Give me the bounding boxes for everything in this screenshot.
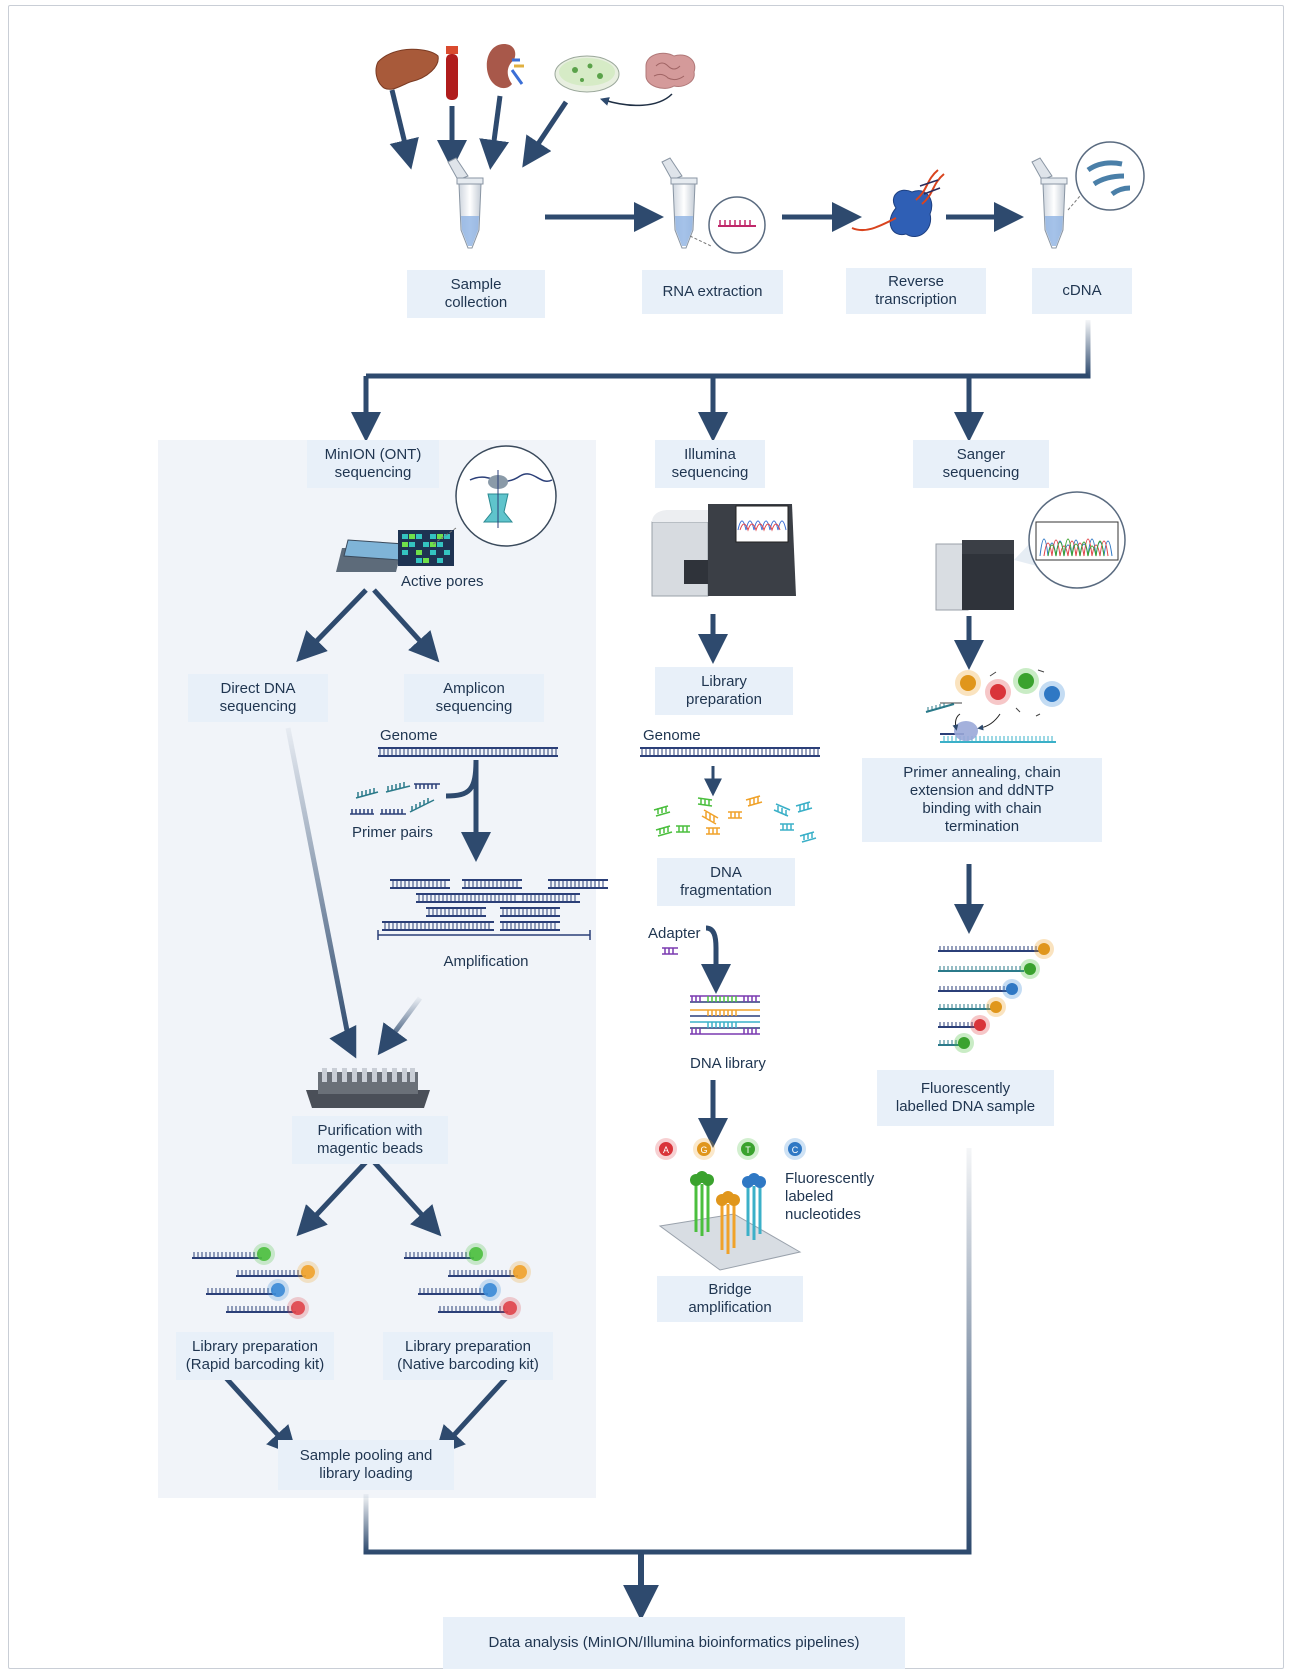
direct-sequencing-arrow xyxy=(285,727,353,1047)
nucleotide-g-label: G xyxy=(700,1145,707,1155)
ddntp-icon xyxy=(925,668,1065,743)
primer-pairs-label: Primer pairs xyxy=(352,824,433,841)
ont-split-arrows xyxy=(296,588,440,663)
data-analysis-label: Data analysis (MinION/Illumina bioinform… xyxy=(443,1617,905,1669)
amplification-arrow xyxy=(445,759,491,862)
dna-library-icon xyxy=(690,995,760,1035)
sample-input-arrows xyxy=(389,89,569,170)
amplicon-label: Amplicon sequencing xyxy=(404,674,544,722)
minion-device-icon xyxy=(336,530,454,572)
nucleotide-a-label: A xyxy=(663,1145,669,1155)
ont-genome-label: Genome xyxy=(380,727,438,744)
terminated-fragments-icon xyxy=(938,939,1054,1053)
library-prep-label: Library preparation xyxy=(655,667,793,715)
illumina-genome-icon xyxy=(640,747,820,757)
pooling-arrows xyxy=(224,1376,508,1457)
cdna-down-connector xyxy=(366,320,1091,379)
cdna-zoom-icon xyxy=(1067,141,1145,211)
sample-tube-icon xyxy=(447,157,484,249)
adapter-arrow xyxy=(701,925,731,994)
bridge-amplification-label: Bridge amplification xyxy=(657,1276,803,1322)
brain-icon xyxy=(645,52,696,89)
nucleotide-circles: A G T C xyxy=(655,1138,806,1160)
rna-tube-icon xyxy=(661,157,698,249)
purification-label: Purification with magentic beads xyxy=(292,1116,448,1164)
minion-title: MinION (ONT) sequencing xyxy=(307,440,439,488)
sanger-title: Sanger sequencing xyxy=(913,440,1049,488)
primer-pairs-icon xyxy=(350,782,440,815)
reverse-transcription-label: Reverse transcription xyxy=(846,268,986,314)
flow-cell-icon xyxy=(658,1171,802,1271)
rna-zoom-icon xyxy=(689,196,766,254)
fragmentation-label: DNA fragmentation xyxy=(657,858,795,906)
direct-dna-label: Direct DNA sequencing xyxy=(188,674,328,722)
nanopore-zoom-icon xyxy=(431,445,557,547)
chromatogram-zoom-icon xyxy=(1028,491,1126,589)
ont-to-analysis-line xyxy=(363,1494,640,1555)
reverse-transcriptase-icon xyxy=(851,169,945,237)
rapid-barcoded-reads-icon xyxy=(191,1243,319,1319)
brain-to-culture-arrow xyxy=(599,93,673,107)
illumina-genome-label: Genome xyxy=(643,727,701,744)
cdna-label: cDNA xyxy=(1032,268,1132,314)
sample-collection-label: Sample collection xyxy=(407,270,545,318)
branch-arrows xyxy=(351,376,984,442)
kidney-icon xyxy=(486,44,524,89)
blood-tube-icon xyxy=(446,46,458,100)
dna-library-label: DNA library xyxy=(690,1055,766,1072)
petri-dish-icon xyxy=(554,55,620,93)
adapter-icon xyxy=(662,947,678,955)
primer-annealing-label: Primer annealing, chain extension and dd… xyxy=(862,758,1102,842)
amplicons-icon xyxy=(377,879,609,940)
amplification-label: Amplification xyxy=(443,953,529,970)
nucleotide-t-label: T xyxy=(745,1145,751,1155)
illumina-title: Illumina sequencing xyxy=(655,440,765,488)
amplicon-to-purification-arrow xyxy=(377,996,423,1056)
fluorescent-sample-label: Fluorescently labelled DNA sample xyxy=(877,1070,1054,1126)
dna-fragments-icon xyxy=(653,795,817,843)
native-barcoded-reads-icon xyxy=(403,1243,531,1319)
magnetic-beads-plate-icon xyxy=(306,1068,430,1108)
purification-split-arrows xyxy=(296,1160,442,1237)
active-pores-label: Active pores xyxy=(401,573,484,590)
cdna-tube-icon xyxy=(1031,157,1068,249)
fluorescent-nucleotides-label: Fluorescently labeled nucleotides xyxy=(785,1170,875,1223)
ont-genome-icon xyxy=(378,747,558,757)
library-rapid-label: Library preparation (Rapid barcoding kit… xyxy=(176,1332,334,1380)
liver-icon xyxy=(375,48,439,90)
adapter-label: Adapter xyxy=(648,925,701,942)
illumina-sequencer-icon xyxy=(651,504,796,597)
rna-extraction-label: RNA extraction xyxy=(642,270,783,314)
library-native-label: Library preparation (Native barcoding ki… xyxy=(383,1332,553,1380)
nucleotide-c-label: C xyxy=(792,1145,799,1155)
pooling-label: Sample pooling and library loading xyxy=(278,1440,454,1490)
ont-panel xyxy=(158,440,596,1498)
